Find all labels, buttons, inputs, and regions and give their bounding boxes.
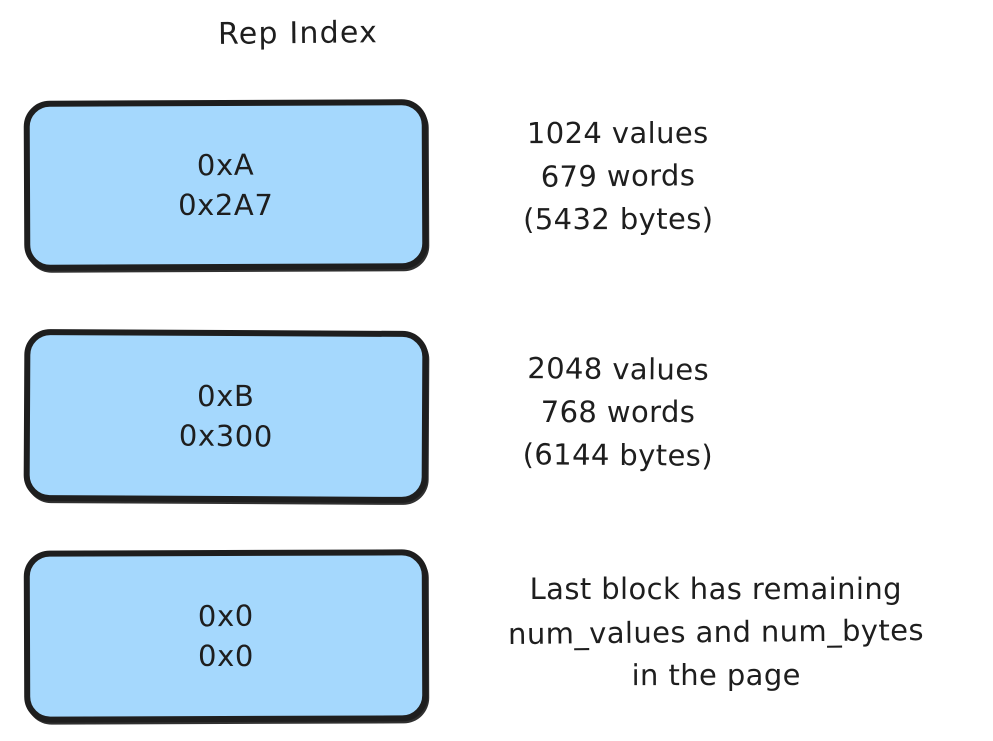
block-offset-label: 0x300 xyxy=(178,418,274,454)
annotation-bytes-line: (6144 bytes) xyxy=(522,437,714,473)
block-id-label: 0x0 xyxy=(197,598,255,634)
block-annotation: 1024 values 679 words (5432 bytes) xyxy=(440,111,797,242)
rep-index-block[interactable]: 0xA 0x2A7 xyxy=(23,99,429,271)
annotation-values-line: 2048 values xyxy=(527,351,710,387)
block-annotation: Last block has remaining num_values and … xyxy=(452,567,981,698)
annotation-bytes-line: (5432 bytes) xyxy=(523,201,714,237)
annotation-note-line-1: Last block has remaining xyxy=(529,572,902,607)
block-id-label: 0xB xyxy=(197,378,255,413)
annotation-words-line: 679 words xyxy=(540,158,696,194)
annotation-words-line: 768 words xyxy=(540,394,696,429)
rep-index-block[interactable]: 0x0 0x0 xyxy=(23,549,429,723)
page-title: Rep Index xyxy=(217,15,379,52)
rep-index-block[interactable]: 0xB 0x300 xyxy=(23,328,429,504)
annotation-note-line-2: num_values and num_bytes xyxy=(507,612,925,651)
block-offset-label: 0x2A7 xyxy=(178,187,274,223)
block-offset-label: 0x0 xyxy=(198,638,255,674)
block-annotation: 2048 values 768 words (6144 bytes) xyxy=(440,347,797,477)
annotation-values-line: 1024 values xyxy=(526,115,709,151)
annotation-note-line-3: in the page xyxy=(631,657,801,692)
block-id-label: 0xA xyxy=(197,147,255,183)
